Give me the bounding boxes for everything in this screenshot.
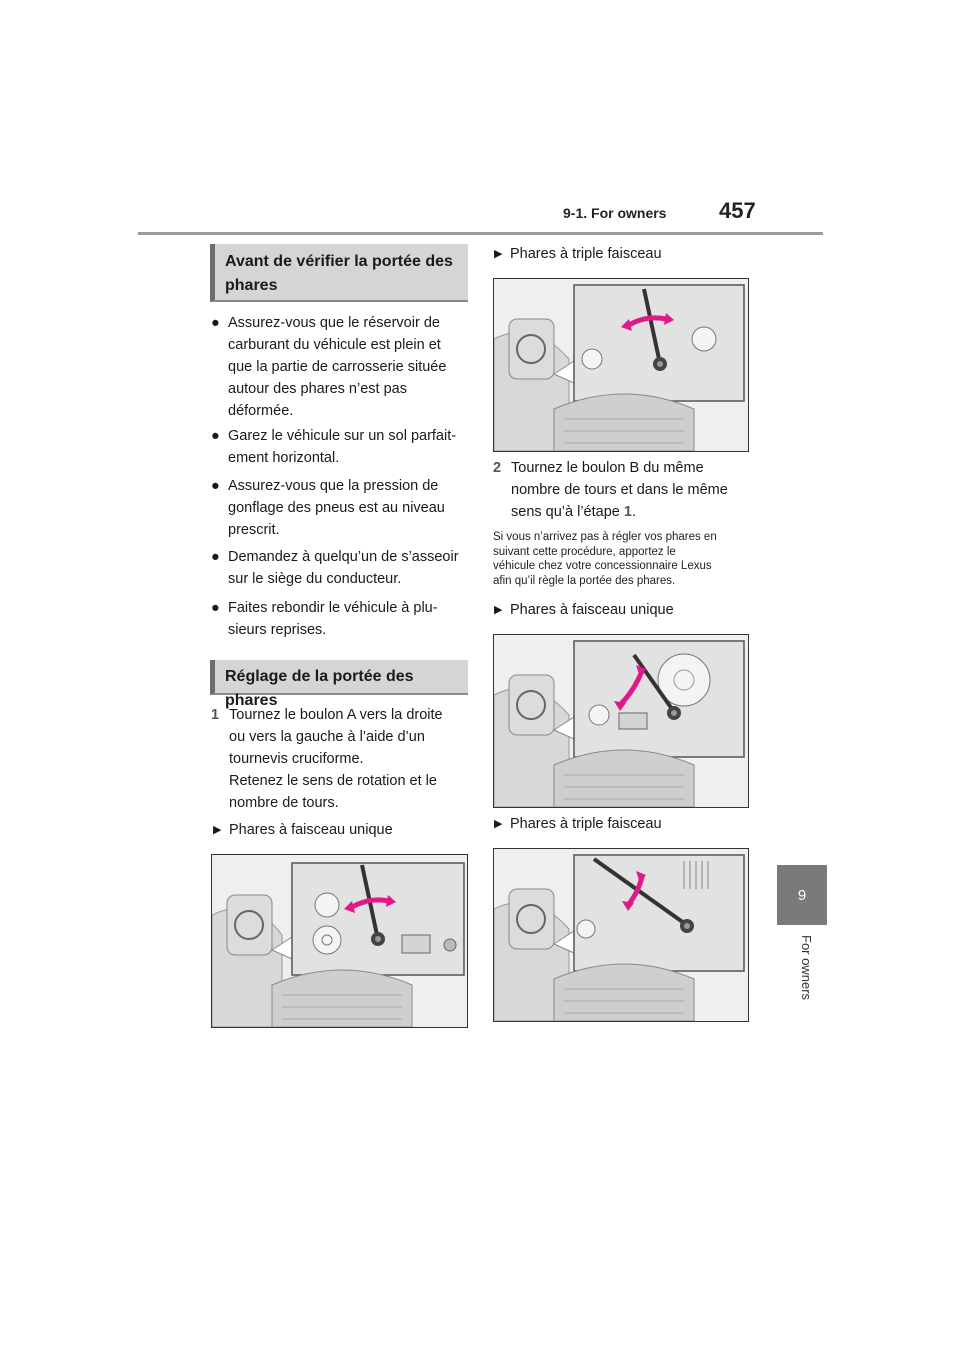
- figure-triple-beam-bolt-a: [493, 278, 749, 452]
- figure-caption: ▶ Phares à faisceau unique: [494, 600, 754, 622]
- figure-caption-text: Phares à faisceau unique: [510, 602, 674, 618]
- step-number: 2: [493, 460, 502, 476]
- triangle-bullet-icon: ▶: [494, 248, 503, 260]
- section-heading-line: phares: [225, 277, 278, 294]
- bullet-item: ● Faites rebondir le véhicule à plu- sie…: [211, 597, 473, 643]
- step-text-line: nombre de tours.: [229, 795, 339, 811]
- note-paragraph: Si vous n’arrivez pas à régler vos phare…: [493, 530, 755, 592]
- bullet-text-line: que la partie de carrosserie située: [228, 359, 447, 375]
- triangle-bullet-icon: ▶: [494, 604, 503, 616]
- figure-caption: ▶ Phares à faisceau unique: [213, 820, 473, 842]
- note-line: Si vous n’arrivez pas à régler vos phare…: [493, 531, 717, 543]
- note-line: véhicule chez votre concessionnaire Lexu…: [493, 560, 712, 572]
- figure-caption: ▶ Phares à triple faisceau: [494, 814, 754, 836]
- section-heading-before-check: Avant de vérifier la portée des phares: [210, 244, 468, 302]
- bullet-text-line: déformée.: [228, 403, 294, 419]
- bullet-text-line: Faites rebondir le véhicule à plu-: [228, 600, 438, 616]
- bullet-item: ● Garez le véhicule sur un sol parfait- …: [211, 425, 473, 471]
- step-text-line: Tournez le boulon B du même: [511, 460, 704, 476]
- running-header-section: 9-1. For owners: [563, 205, 667, 221]
- step-2: 2 Tournez le boulon B du même nombre de …: [493, 457, 755, 525]
- figure-single-beam-bolt-b: [493, 634, 749, 808]
- bullet-text-line: autour des phares n’est pas: [228, 381, 407, 397]
- step-text-line: Tournez le boulon A vers la droite: [229, 707, 443, 723]
- step-text-fragment: sens qu’à l’étape: [511, 504, 620, 520]
- bullet-text-line: ement horizontal.: [228, 450, 340, 466]
- bullet-item: ● Demandez à quelqu’un de s’asseoir sur …: [211, 546, 473, 592]
- step-text-fragment: .: [631, 504, 636, 520]
- bullet-dot-icon: ●: [211, 549, 220, 565]
- bullet-text-line: gonflage des pneus est au niveau: [228, 500, 445, 516]
- figure-caption: ▶ Phares à triple faisceau: [494, 244, 754, 266]
- bullet-text-line: Demandez à quelqu’un de s’asseoir: [228, 549, 459, 565]
- step-text-line: Retenez le sens de rotation et le: [229, 773, 437, 789]
- step-text-line: nombre de tours et dans le même: [511, 482, 728, 498]
- chapter-label: For owners: [799, 935, 814, 1001]
- figure-caption-text: Phares à faisceau unique: [229, 822, 393, 838]
- bullet-text-line: Assurez-vous que la pression de: [228, 478, 439, 494]
- figure-single-beam-bolt-a: [211, 854, 468, 1028]
- step-text-line: sens qu’à l’étape 1.: [511, 501, 755, 523]
- chapter-number: 9: [797, 886, 807, 904]
- bullet-item: ● Assurez-vous que le réservoir de carbu…: [211, 312, 473, 424]
- triangle-bullet-icon: ▶: [494, 818, 503, 830]
- figure-triple-beam-bolt-b: [493, 848, 749, 1022]
- bullet-text-line: prescrit.: [228, 522, 280, 538]
- step-number: 1: [211, 707, 220, 723]
- page-number: 457: [719, 198, 756, 223]
- note-line: suivant cette procédure, apportez le: [493, 545, 676, 558]
- step-text-line: ou vers la gauche à l’aide d’un: [229, 729, 425, 745]
- bullet-dot-icon: ●: [211, 478, 220, 494]
- figure-caption-text: Phares à triple faisceau: [510, 246, 662, 262]
- bullet-dot-icon: ●: [211, 600, 220, 616]
- bullet-text-line: carburant du véhicule est plein et: [228, 337, 441, 353]
- step-text-line: tournevis cruciforme.: [229, 751, 364, 767]
- bullet-item: ● Assurez-vous que la pression de gonfla…: [211, 475, 473, 543]
- bullet-text-line: Assurez-vous que le réservoir de: [228, 315, 440, 331]
- chapter-tab: 9: [777, 865, 827, 925]
- bullet-dot-icon: ●: [211, 315, 220, 331]
- bullet-text-line: sur le siège du conducteur.: [228, 571, 402, 587]
- note-line: afin qu’il règle la portée des phares.: [493, 574, 676, 587]
- bullet-text-line: sieurs reprises.: [228, 622, 327, 638]
- section-heading-line: Avant de vérifier la portée des: [225, 253, 453, 270]
- bullet-dot-icon: ●: [211, 428, 220, 444]
- bullet-text-line: Garez le véhicule sur un sol parfait-: [228, 428, 457, 444]
- section-heading-adjustment: Réglage de la portée des phares: [210, 660, 468, 709]
- step-reference-number: 1: [623, 504, 632, 520]
- figure-caption-text: Phares à triple faisceau: [510, 816, 662, 832]
- step-1: 1 Tournez le boulon A vers la droite ou …: [211, 704, 473, 816]
- triangle-bullet-icon: ▶: [213, 824, 222, 836]
- header-divider: [138, 232, 823, 235]
